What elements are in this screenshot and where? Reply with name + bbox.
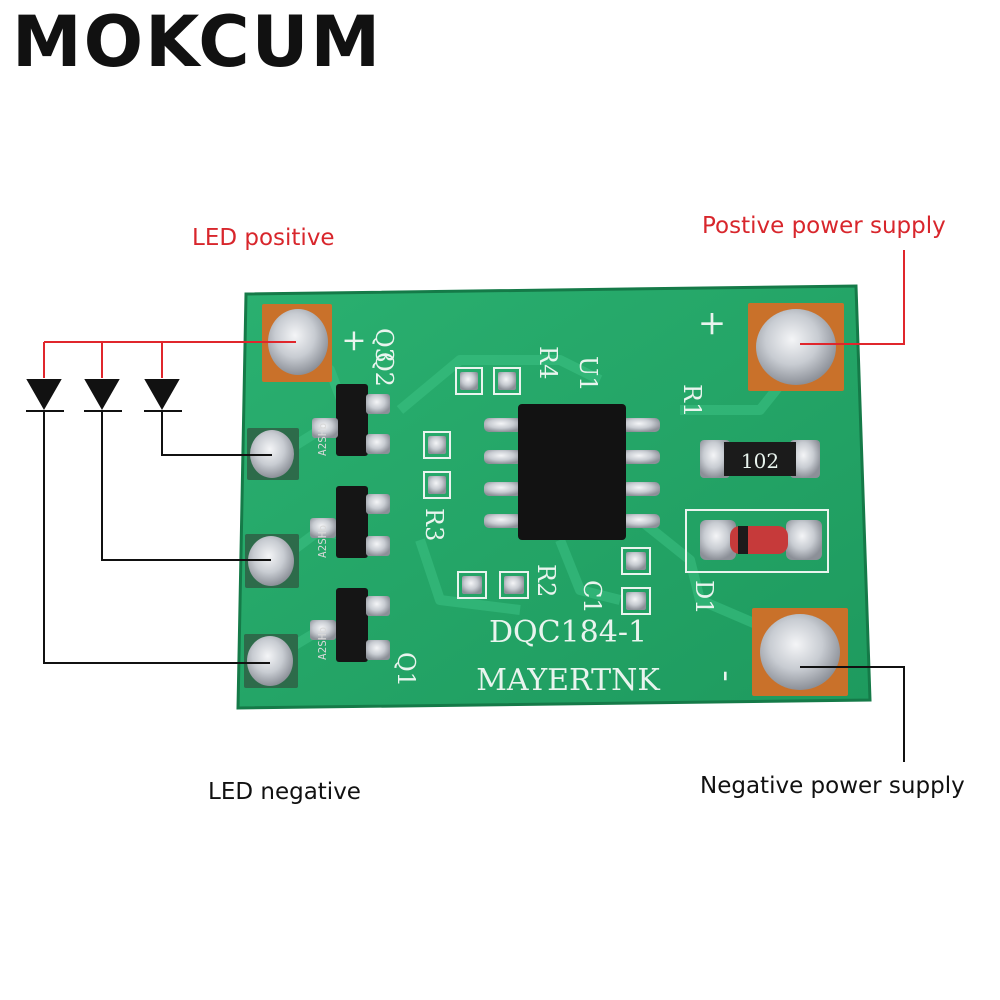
transistor-q2 xyxy=(310,486,390,558)
designator-r1: R1 xyxy=(678,384,706,417)
led-positive-wiring xyxy=(43,341,296,378)
designator-c1: C1 xyxy=(578,580,606,614)
resistor-code: 102 xyxy=(741,449,779,473)
pad-led-2 xyxy=(245,534,299,588)
transistor-q3 xyxy=(312,384,390,456)
transistor-marking-q2: A2SHb xyxy=(316,525,329,558)
designator-r4: R4 xyxy=(534,346,562,379)
smd-solder xyxy=(428,372,646,610)
designator-q2: Q2 xyxy=(370,352,398,387)
designator-q3: Q3 xyxy=(370,328,398,363)
diode-d1 xyxy=(685,509,829,573)
designator-d1: D1 xyxy=(690,580,718,615)
transistor-marking-q1: A2SHb xyxy=(316,627,329,660)
pad-negative-supply xyxy=(752,608,848,696)
negative-supply-callout xyxy=(800,666,905,762)
label-led-negative: LED negative xyxy=(208,779,361,805)
plus-silk-small: + xyxy=(341,323,366,358)
ic-u1 xyxy=(484,404,660,540)
pad-led-positive xyxy=(262,304,332,382)
minus-silk: - xyxy=(707,670,747,682)
label-led-positive: LED positive xyxy=(192,225,335,251)
led-diode-icon-3 xyxy=(144,379,182,412)
designator-q1: Q1 xyxy=(392,652,420,687)
led-diode-icon-1 xyxy=(26,379,64,412)
transistor-marking-q3: A2SHb xyxy=(316,423,329,456)
brand-logo: MOKCUM xyxy=(12,1,383,83)
led-diode-icon-2 xyxy=(84,379,122,412)
label-negative-power-supply: Negative power supply xyxy=(700,773,965,799)
led-negative-wiring xyxy=(43,411,272,664)
designator-r3: R3 xyxy=(420,508,448,541)
designator-r2: R2 xyxy=(532,564,560,597)
resistor-r1: 102 xyxy=(700,440,820,478)
plus-silk: + xyxy=(698,303,727,343)
transistor-q1 xyxy=(310,588,390,662)
pad-led-3 xyxy=(244,634,298,688)
board-name: DQC184-1 xyxy=(489,615,647,650)
smd-pads xyxy=(423,367,651,615)
positive-supply-callout xyxy=(800,250,905,345)
designator-u1: U1 xyxy=(574,356,602,392)
pad-positive-supply xyxy=(748,303,844,391)
label-positive-power-supply: Postive power supply xyxy=(702,213,946,239)
maker-name: MAYERTNK xyxy=(476,663,660,698)
